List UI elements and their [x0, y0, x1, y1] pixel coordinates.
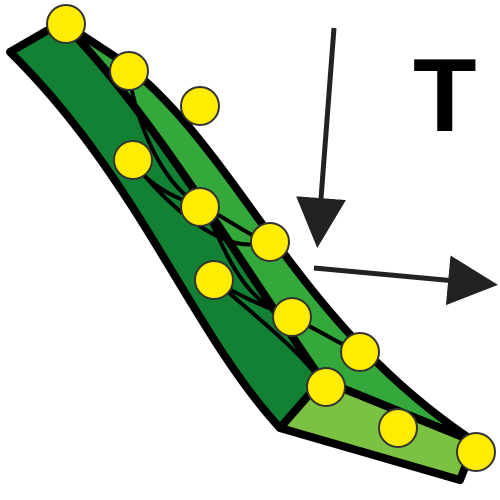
- node: [180, 86, 220, 126]
- node: [194, 260, 234, 300]
- rightward-arrow: [313, 255, 498, 306]
- fiber-line-3: [128, 160, 361, 354]
- node: [46, 4, 86, 44]
- node: [306, 367, 346, 407]
- node: [180, 187, 220, 227]
- node: [378, 408, 418, 448]
- downward-arrow: [296, 27, 346, 248]
- node: [113, 140, 153, 180]
- node: [456, 432, 496, 472]
- nodes: [46, 4, 496, 472]
- label-t: T: [413, 38, 477, 154]
- node: [272, 297, 312, 337]
- node: [340, 332, 380, 372]
- node: [109, 51, 149, 91]
- node: [250, 222, 290, 262]
